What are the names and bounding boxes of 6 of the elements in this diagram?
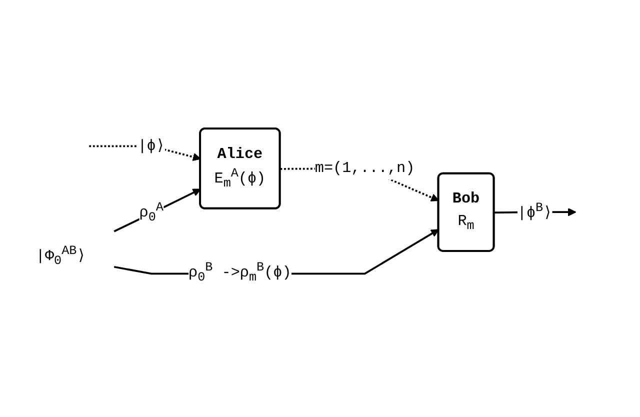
- edge-label: m=(1,...,n): [314, 160, 415, 178]
- arrow: [114, 188, 201, 232]
- edge-label: |ϕ⟩: [138, 138, 165, 155]
- node-text: |Φ$_{0}$$^{AB}$⟩: [36, 244, 86, 269]
- edge-label: ρ$_{0}$$^{B}$ ->ρ$_{m}$$^{B}$(ϕ): [188, 261, 292, 286]
- edge-label: |ϕ$^{B}$⟩: [517, 202, 552, 222]
